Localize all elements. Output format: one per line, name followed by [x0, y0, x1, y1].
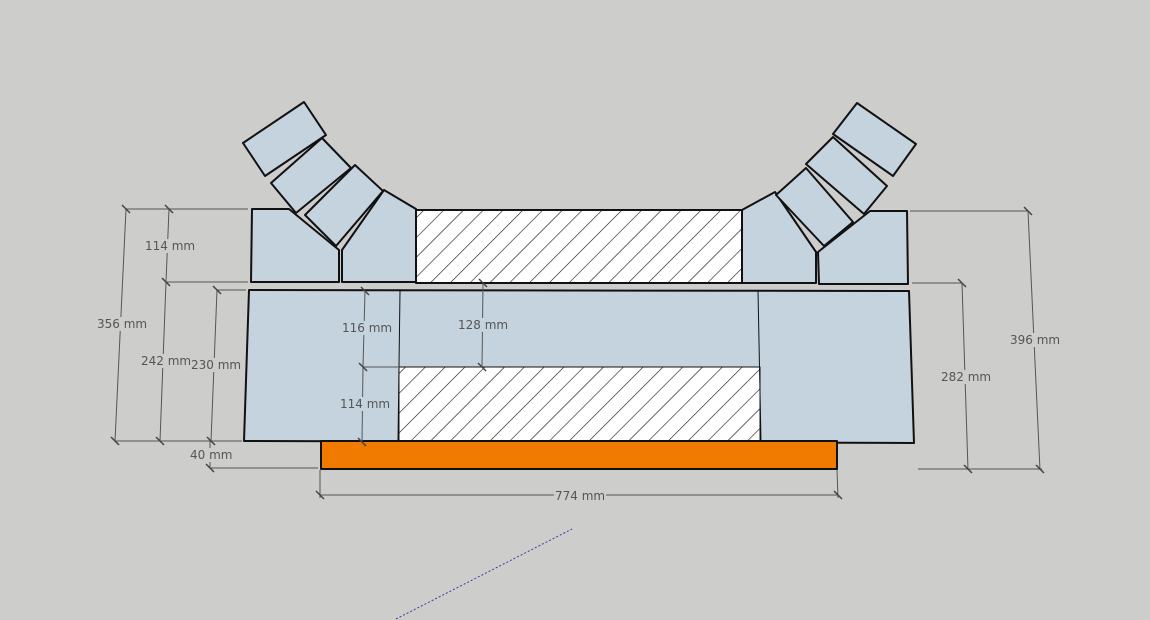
- top-left-inner-block: [341, 189, 417, 283]
- dim-left-lower: 242 mm: [140, 354, 193, 368]
- dim-left-top-block: 114 mm: [144, 239, 197, 253]
- dim-right-overall: 396 mm: [1009, 333, 1062, 347]
- dim-right-lower: 282 mm: [940, 370, 993, 384]
- right-roller-1: [832, 102, 917, 177]
- right-roller-2: [805, 136, 888, 215]
- dim-base-width: 774 mm: [554, 489, 607, 503]
- left-roller-3: [304, 164, 384, 247]
- left-roller-1: [242, 101, 327, 177]
- right-roller-3: [775, 167, 854, 247]
- dim-left-body: 230 mm: [190, 358, 243, 372]
- dimension-ticks: [110, 204, 1045, 500]
- lower-center-hatched-section: [398, 366, 761, 443]
- top-center-hatched-section: [415, 209, 743, 284]
- dim-center-gap: 128 mm: [457, 318, 510, 332]
- base-plate: [320, 440, 838, 470]
- dim-center-upper: 116 mm: [341, 321, 394, 335]
- dim-base-thickness: 40 mm: [189, 448, 234, 462]
- dim-left-overall: 356 mm: [96, 317, 149, 331]
- dim-center-lower: 114 mm: [339, 397, 392, 411]
- top-right-outer-block: [817, 210, 909, 285]
- axis-line: [395, 528, 573, 620]
- top-right-inner-block: [741, 191, 817, 284]
- top-left-outer-block: [250, 208, 340, 283]
